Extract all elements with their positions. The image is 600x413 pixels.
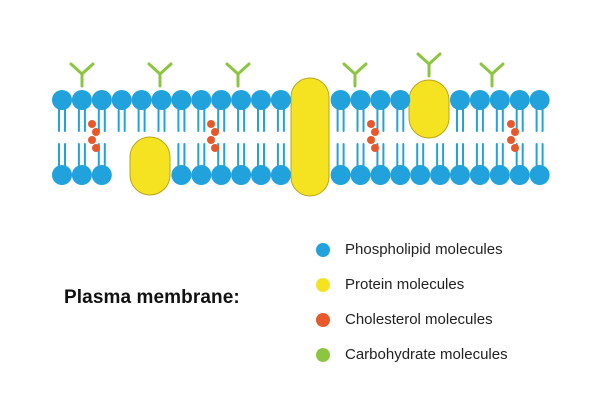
phospholipid-head [52, 90, 72, 110]
phospholipid-head [410, 165, 431, 185]
protein-swatch-icon [316, 277, 330, 292]
phospholipid-head [509, 165, 530, 185]
legend-label: Cholesterol molecules [345, 311, 493, 328]
phospholipid-head [529, 90, 550, 110]
phospholipid-head [430, 165, 451, 185]
phospholipid-head [450, 165, 470, 185]
cholesterol-bead [367, 136, 375, 144]
phospholipid-head [91, 90, 112, 110]
phospholipid-head [489, 90, 510, 110]
phospholipid-head [489, 165, 510, 185]
cholesterol-bead [211, 144, 219, 152]
phospholipid-swatch-icon [316, 242, 330, 257]
carbohydrate-branch [490, 62, 505, 76]
cholesterol-swatch-icon [316, 312, 330, 327]
carbohydrate-branch [353, 62, 368, 76]
phospholipid-head [191, 165, 212, 185]
carbohydrate-branch [69, 62, 84, 76]
cholesterol-bead [92, 144, 100, 152]
phospholipid-head [390, 90, 411, 110]
legend-item-cholesterol: Cholesterol molecules [316, 302, 508, 337]
phospholipid-head [231, 90, 252, 110]
phospholipid-head [251, 165, 271, 185]
legend-label: Protein molecules [345, 276, 465, 293]
cholesterol-bead [371, 128, 379, 136]
carbohydrate-swatch-icon [316, 347, 330, 362]
cholesterol-layer [88, 120, 519, 152]
phospholipid-head [151, 90, 172, 110]
cholesterol-bead [507, 120, 515, 128]
diagram-title: Plasma membrane: [64, 287, 240, 308]
carbohydrate-branch [225, 62, 240, 76]
legend-label: Carbohydrate molecules [345, 346, 508, 363]
carbohydrate-branch [416, 52, 431, 66]
phospholipid-head [111, 90, 132, 110]
cholesterol-bead [371, 144, 379, 152]
peripheral-protein-top [408, 79, 450, 139]
carbohydrate-branch [158, 62, 173, 76]
phospholipid-head [231, 165, 252, 185]
legend-item-protein: Protein molecules [316, 267, 508, 302]
phospholipid-tails [58, 107, 544, 168]
carbohydrate-layer [69, 52, 505, 88]
cholesterol-bead [511, 144, 519, 152]
phospholipid-head [211, 165, 232, 185]
phospholipid-head [171, 165, 192, 185]
legend-item-phospholipid: Phospholipid molecules [316, 232, 508, 267]
phospholipid-head [71, 165, 92, 185]
cholesterol-bead [207, 136, 215, 144]
cholesterol-bead [92, 128, 100, 136]
phospholipid-head [171, 90, 192, 110]
cholesterol-bead [511, 128, 519, 136]
protein-layer [129, 77, 450, 197]
phospholipid-head [251, 90, 271, 110]
peripheral-protein-bottom [129, 136, 171, 196]
phospholipid-head [330, 165, 351, 185]
phospholipid-head [191, 90, 212, 110]
phospholipid-head [91, 165, 112, 185]
phospholipid-head [330, 90, 351, 110]
carbohydrate-branch [236, 62, 251, 76]
cholesterol-bead [367, 120, 375, 128]
phospholipid-head [71, 90, 92, 110]
cholesterol-bead [211, 128, 219, 136]
phospholipid-head [52, 165, 72, 185]
phospholipid-head [469, 165, 490, 185]
phospholipid-head [370, 90, 391, 110]
legend-label: Phospholipid molecules [345, 241, 503, 258]
phospholipid-head [450, 90, 470, 110]
carbohydrate-branch [479, 62, 494, 76]
legend-item-carbohydrate: Carbohydrate molecules [316, 337, 508, 372]
cholesterol-bead [207, 120, 215, 128]
phospholipid-head [509, 90, 530, 110]
phospholipid-head [270, 165, 291, 185]
cholesterol-bead [88, 120, 96, 128]
phospholipid-head [350, 165, 371, 185]
carbohydrate-branch [80, 62, 95, 76]
phospholipid-head [350, 90, 371, 110]
phospholipid-head [211, 90, 232, 110]
cholesterol-bead [507, 136, 515, 144]
phospholipid-head [469, 90, 490, 110]
phospholipid-heads [52, 90, 550, 185]
phospholipid-head [370, 165, 391, 185]
cholesterol-bead [88, 136, 96, 144]
transmembrane-protein [290, 77, 330, 197]
phospholipid-head [529, 165, 550, 185]
legend: Phospholipid molecules Protein molecules… [316, 232, 508, 372]
carbohydrate-branch [427, 52, 442, 66]
phospholipid-head [390, 165, 411, 185]
phospholipid-head [131, 90, 152, 110]
phospholipid-head [270, 90, 291, 110]
carbohydrate-branch [147, 62, 162, 76]
carbohydrate-branch [342, 62, 357, 76]
